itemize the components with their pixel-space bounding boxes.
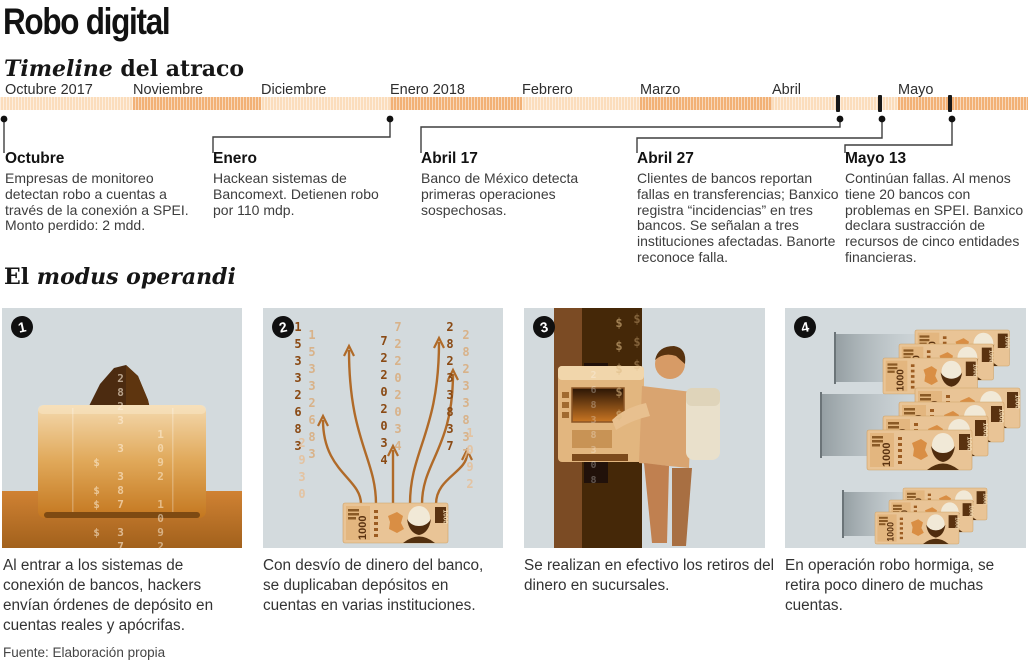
timeline-event: Abril 27 Clientes de bancos reportan fal… bbox=[637, 150, 843, 266]
modus-panel-4: 4 bbox=[785, 308, 1026, 548]
event-body: Empresas de monitoreo detectan robo a cu… bbox=[5, 170, 189, 234]
dollar-column: $$$ bbox=[630, 312, 644, 381]
bar-texture bbox=[0, 97, 1028, 110]
laptop-back bbox=[38, 405, 206, 518]
event-dot-enero bbox=[386, 115, 394, 123]
laptop-base bbox=[44, 512, 200, 518]
modus-heading-italic: modus operandi bbox=[36, 264, 236, 290]
timeline-event: Enero Hackean sistemas de Bancomext. Det… bbox=[213, 150, 385, 218]
person-hair bbox=[655, 346, 686, 364]
falling-digits: 1092 1092 bbox=[154, 428, 167, 554]
person-arm bbox=[612, 403, 650, 430]
connector-mayo13 bbox=[844, 119, 953, 153]
month-label: Enero 2018 bbox=[390, 82, 465, 98]
connector-abril17 bbox=[420, 119, 841, 153]
transfer-arrows bbox=[317, 335, 473, 505]
person-torso bbox=[639, 386, 692, 468]
backpack-flap bbox=[686, 388, 720, 406]
connector-abril27 bbox=[636, 119, 883, 153]
atm-screen bbox=[571, 387, 625, 423]
timeline-section-heading: Timeline del atraco bbox=[4, 56, 244, 82]
month-label: Diciembre bbox=[261, 82, 327, 98]
account-digits: 72202034 bbox=[377, 334, 391, 470]
modus-heading-plain: El bbox=[4, 264, 37, 290]
robo-hormiga-illustration bbox=[820, 329, 1021, 545]
timeline-heading-italic: Timeline bbox=[4, 56, 113, 82]
timeline-connectors bbox=[0, 115, 956, 153]
step-caption: En operación robo hormiga, se retira poc… bbox=[785, 557, 995, 614]
event-dot-abril17 bbox=[836, 115, 844, 123]
account-digits: 1092 bbox=[463, 426, 477, 494]
event-tick-abril27 bbox=[878, 95, 882, 112]
banknote bbox=[342, 502, 449, 544]
note-group-top bbox=[834, 329, 1010, 395]
modus-panel-3: 3 bbox=[524, 308, 765, 548]
event-body: Banco de México detecta primeras operaci… bbox=[421, 170, 579, 218]
event-dot-abril27 bbox=[878, 115, 886, 123]
event-title: Octubre bbox=[5, 150, 65, 167]
event-body: Continúan fallas. Al menos tiene 20 banc… bbox=[845, 170, 1024, 266]
account-digits: 28233837 bbox=[459, 328, 473, 464]
modus-panel-1: 1 2823 3 387 37 1092 1092 $ $$ $ bbox=[2, 308, 242, 554]
event-tick-abril17 bbox=[836, 95, 840, 112]
note-group-middle bbox=[820, 387, 1021, 471]
month-label: Mayo bbox=[898, 82, 934, 98]
event-body: Hackean sistemas de Bancomext. Detienen … bbox=[213, 170, 379, 218]
event-title: Mayo 13 bbox=[845, 150, 907, 167]
connector-enero bbox=[212, 119, 391, 153]
event-dot-mayo13 bbox=[948, 115, 956, 123]
wall-digits: 26838308 bbox=[588, 370, 599, 490]
person-at-atm bbox=[612, 346, 720, 546]
atm-cash-slot bbox=[572, 454, 628, 461]
dollar-column: $$$$$ bbox=[612, 316, 626, 431]
month-label: Marzo bbox=[640, 82, 681, 98]
account-digits: 15332683 bbox=[305, 328, 319, 464]
timeline-event: Abril 17 Banco de México detecta primera… bbox=[421, 150, 607, 218]
account-digits: 28233837 bbox=[443, 320, 457, 456]
event-title: Abril 27 bbox=[637, 150, 694, 167]
step-caption: Con desvío de dinero del banco, se dupli… bbox=[263, 557, 484, 614]
event-dot-octubre bbox=[0, 115, 8, 123]
month-label: Noviembre bbox=[133, 82, 204, 98]
step-caption: Al entrar a los sistemas de conexión de … bbox=[3, 557, 214, 634]
month-label: Abril bbox=[772, 82, 802, 98]
falling-dollars: $ $$ $ bbox=[90, 456, 103, 540]
account-digits: 15332683 bbox=[291, 320, 305, 456]
event-tick-mayo13 bbox=[948, 95, 952, 112]
modus-panel-2: 2 15332683 15332683 72202034 72202034 28… bbox=[263, 308, 503, 548]
atm-keypad bbox=[572, 430, 612, 448]
person-leg bbox=[644, 463, 669, 543]
falling-digits: 2823 3 387 37 bbox=[114, 372, 127, 554]
modus-section-heading: El modus operandi bbox=[4, 264, 236, 290]
person-leg bbox=[672, 468, 692, 546]
timeline-event: Mayo 13 Continúan fallas. Al menos tiene… bbox=[845, 150, 1028, 266]
timeline-event: Octubre Empresas de monitoreo detectan r… bbox=[5, 150, 203, 234]
event-title: Enero bbox=[213, 150, 257, 167]
page-title: Robo digital bbox=[3, 1, 171, 42]
atm-withdrawal-illustration bbox=[554, 308, 720, 548]
source-note: Fuente: Elaboración propia bbox=[3, 645, 166, 660]
event-body: Clientes de bancos reportan fallas en tr… bbox=[637, 170, 839, 266]
month-label: Octubre 2017 bbox=[5, 82, 93, 98]
account-digits: 2930 bbox=[295, 436, 309, 504]
money-split-illustration bbox=[317, 335, 473, 544]
step-caption: Se realizan en efectivo los retiros del … bbox=[524, 557, 774, 594]
month-label: Febrero bbox=[522, 82, 573, 98]
event-title: Abril 17 bbox=[421, 150, 478, 167]
hacker-laptop-illustration bbox=[2, 365, 242, 548]
timeline-heading-rest: del atraco bbox=[112, 56, 245, 82]
atm-machine bbox=[558, 366, 644, 462]
note-group-bottom bbox=[842, 487, 988, 545]
timeline-bar bbox=[0, 95, 1028, 112]
account-digits: 72202034 bbox=[391, 320, 405, 456]
